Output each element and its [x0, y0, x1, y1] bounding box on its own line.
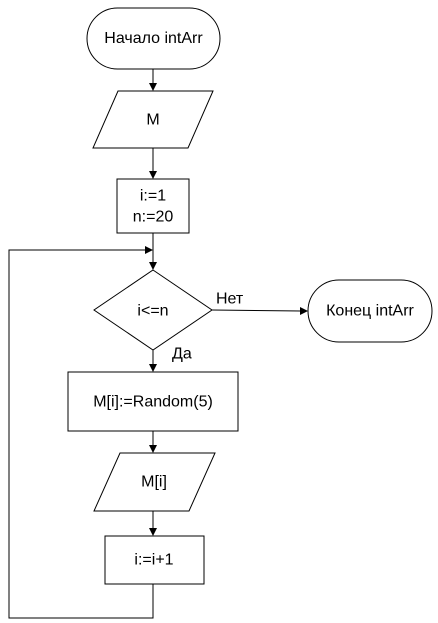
- end-terminator: Конец intArr: [307, 279, 433, 343]
- end-label: Конец intArr: [326, 303, 414, 320]
- start-label: Начало intArr: [104, 30, 203, 47]
- output-element-shape: [93, 452, 216, 512]
- decision-shape: [93, 269, 213, 351]
- input-array-shape: [92, 90, 214, 149]
- yes-branch-label: Да: [172, 346, 192, 363]
- init-line-1: i:=1: [140, 188, 166, 205]
- increment-block: i:=i+1: [104, 535, 205, 585]
- init-block-shape: [116, 178, 190, 234]
- init-line-2: n:=20: [133, 209, 174, 226]
- increment-block-shape: [104, 535, 205, 585]
- start-terminator-shape: [86, 7, 221, 70]
- arrowhead: [149, 171, 157, 179]
- end-terminator-shape: [307, 279, 433, 343]
- input-array-block: M: [92, 90, 214, 149]
- input-array-label: M: [146, 112, 159, 129]
- assign-block: M[i]:=Random(5): [67, 371, 239, 432]
- arrowhead: [145, 246, 153, 254]
- increment-label: i:=i+1: [134, 552, 173, 569]
- condition-label: i<=n: [137, 303, 168, 320]
- output-element-label: M[i]: [141, 474, 167, 491]
- output-element-block: M[i]: [93, 452, 216, 512]
- connectors: [8, 69, 308, 619]
- arrowhead: [149, 262, 157, 270]
- init-block: i:=1 n:=20: [116, 178, 190, 234]
- arrowhead: [149, 364, 157, 372]
- assign-block-shape: [67, 371, 239, 432]
- arrowhead: [300, 307, 308, 315]
- connector-loop-back: [8, 249, 154, 619]
- assign-label: M[i]:=Random(5): [93, 394, 213, 411]
- start-terminator: Начало intArr: [86, 7, 221, 70]
- decision-block: i<=n: [93, 269, 213, 351]
- arrowhead: [149, 445, 157, 453]
- arrowhead: [149, 528, 157, 536]
- connector-no-to-end: [211, 309, 302, 312]
- arrowhead: [149, 83, 157, 91]
- no-branch-label: Нет: [216, 291, 244, 308]
